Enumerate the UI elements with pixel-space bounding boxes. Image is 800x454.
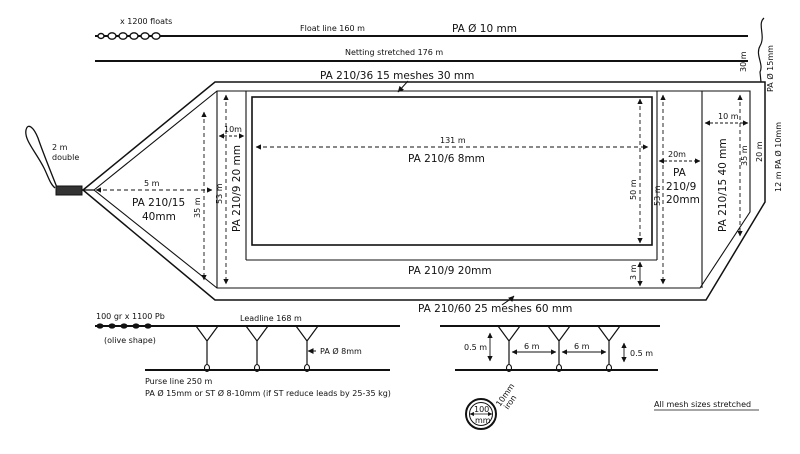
- end-width-label: 10 m: [718, 112, 739, 121]
- frame-right-width-dimension: 20m: [658, 150, 701, 164]
- leadline-right-group: 6 m 6 m 0.5 m 0.5 m: [440, 325, 660, 373]
- netting-stretched-label: Netting stretched 176 m: [345, 48, 443, 57]
- lead-weight-icon: [108, 323, 116, 329]
- end-depth-dimension: 35 m: [737, 94, 749, 237]
- end-depth-outer-label: 20 m: [755, 141, 764, 162]
- frame-left-width-label: 10m: [224, 125, 242, 134]
- mesh-note-label: All mesh sizes stretched: [654, 400, 751, 409]
- bunt-rope-group: 2 m double: [25, 125, 94, 196]
- net-outline: [81, 81, 766, 301]
- ring-size-unit-label: mm: [475, 416, 491, 425]
- panel-depth-label: 50 m: [629, 179, 638, 200]
- center-panel-label: PA 210/6 8mm: [408, 153, 485, 165]
- leadline-left-group: 100 gr x 1100 Pb (olive shape) Leadline …: [95, 312, 400, 398]
- float-icon: [129, 32, 139, 40]
- bottom-gap-label: 3 m: [629, 264, 638, 280]
- frame-left-width-dimension: 10m: [218, 125, 245, 139]
- ring-spacing-1-label: 6 m: [524, 342, 540, 351]
- ring-detail-outer-icon: [465, 398, 497, 430]
- wing-depth-dimension: 35 m: [193, 111, 207, 281]
- bridles-right: [497, 325, 621, 366]
- bridles-left: [195, 325, 319, 366]
- center-length-dimension: 131 m: [255, 136, 649, 150]
- wing-length-label: 5 m: [144, 179, 160, 188]
- end-width-dimension: 10 m: [704, 112, 749, 126]
- frame-left-label: PA 210/9 20 mm: [231, 145, 243, 232]
- frame-bottom-label: PA 210/9 20mm: [408, 265, 492, 277]
- bunt-rope-double-label: double: [52, 153, 79, 162]
- ring-detail-inner-icon: [469, 402, 493, 426]
- far-right-label: 12 m PA Ø 10mm: [773, 122, 783, 192]
- wing-material-label: PA 210/15: [132, 197, 185, 209]
- float-icon: [118, 32, 128, 40]
- lead-weights: [96, 323, 152, 329]
- bottom-strip-leader: [501, 295, 515, 306]
- bottom-strip-label: PA 210/60 25 meshes 60 mm: [418, 303, 572, 315]
- top-strip-label: PA 210/36 15 meshes 30 mm: [320, 70, 474, 82]
- bunt-rope: [25, 125, 59, 191]
- ring-size-label: 100: [474, 405, 489, 414]
- lead-weight-icon: [144, 323, 152, 329]
- right-depth-dimension: 53 m: [653, 94, 666, 285]
- bunt-knot-icon: [55, 185, 83, 196]
- side-material-label: PA Ø 15mm: [765, 45, 775, 92]
- wing-depth-label: 35 m: [193, 197, 202, 218]
- bottom-gap-dimension: 3 m: [629, 261, 643, 287]
- frame-right-width-label: 20m: [668, 150, 686, 159]
- panel-depth-dimension: 50 m: [629, 98, 643, 244]
- lead-weight-icon: [96, 323, 104, 329]
- frame-right-label-1: PA: [673, 167, 687, 179]
- bridle-label: PA Ø 8mm: [320, 346, 362, 356]
- right-depth-label: 53 m: [653, 185, 662, 206]
- ring-spacing-2-label: 6 m: [574, 342, 590, 351]
- net-body: [81, 81, 766, 301]
- center-length-label: 131 m: [440, 136, 466, 145]
- float-line-material-label: PA Ø 10 mm: [452, 23, 517, 35]
- wing-mesh-label: 40mm: [142, 211, 176, 223]
- float-icon: [140, 32, 150, 40]
- left-depth-dimension: 53 m: [215, 94, 229, 285]
- float-icon: [97, 32, 105, 40]
- side-rope-group: 30 m PA Ø 15mm: [739, 17, 775, 92]
- float-icon: [151, 32, 161, 40]
- frame-right-label-3: 20mm: [666, 194, 700, 206]
- frame-right-label-2: 210/9: [666, 181, 696, 193]
- side-rope: [757, 17, 765, 83]
- end-depth-label: 35 m: [740, 145, 749, 166]
- netting-stretched-group: Netting stretched 176 m: [95, 48, 748, 62]
- lead-shape-label: (olive shape): [104, 336, 156, 345]
- bunt-rope-length-label: 2 m: [52, 143, 68, 152]
- side-depth-label: 30 m: [739, 51, 748, 72]
- center-panel: [251, 96, 653, 246]
- left-depth-label: 53 m: [215, 183, 224, 204]
- float-line-label: Float line 160 m: [300, 24, 365, 33]
- wing-length-dimension: 5 m: [95, 179, 213, 193]
- float-line-group: x 1200 floats Float line 160 m PA Ø 10 m…: [95, 17, 748, 40]
- end-panel-label: PA 210/15 40 mm: [717, 138, 729, 232]
- lead-weight-icon: [120, 323, 128, 329]
- ring-detail: 100 mm 10mm iron: [465, 382, 518, 430]
- float-icon: [107, 32, 117, 40]
- floats-count-label: x 1200 floats: [120, 17, 172, 26]
- ring-drop-right-label: 0.5 m: [630, 349, 653, 358]
- lead-weight-label: 100 gr x 1100 Pb: [96, 312, 165, 321]
- purse-line-label: Purse line 250 m: [145, 377, 212, 386]
- ring-drop-left-label: 0.5 m: [464, 343, 487, 352]
- top-strip-leader: [397, 80, 409, 93]
- leadline-label: Leadline 168 m: [240, 314, 302, 323]
- purse-material-label: PA Ø 15mm or ST Ø 8-10mm (if ST reduce l…: [145, 388, 391, 398]
- lead-weight-icon: [132, 323, 140, 329]
- float-icons: [97, 32, 161, 40]
